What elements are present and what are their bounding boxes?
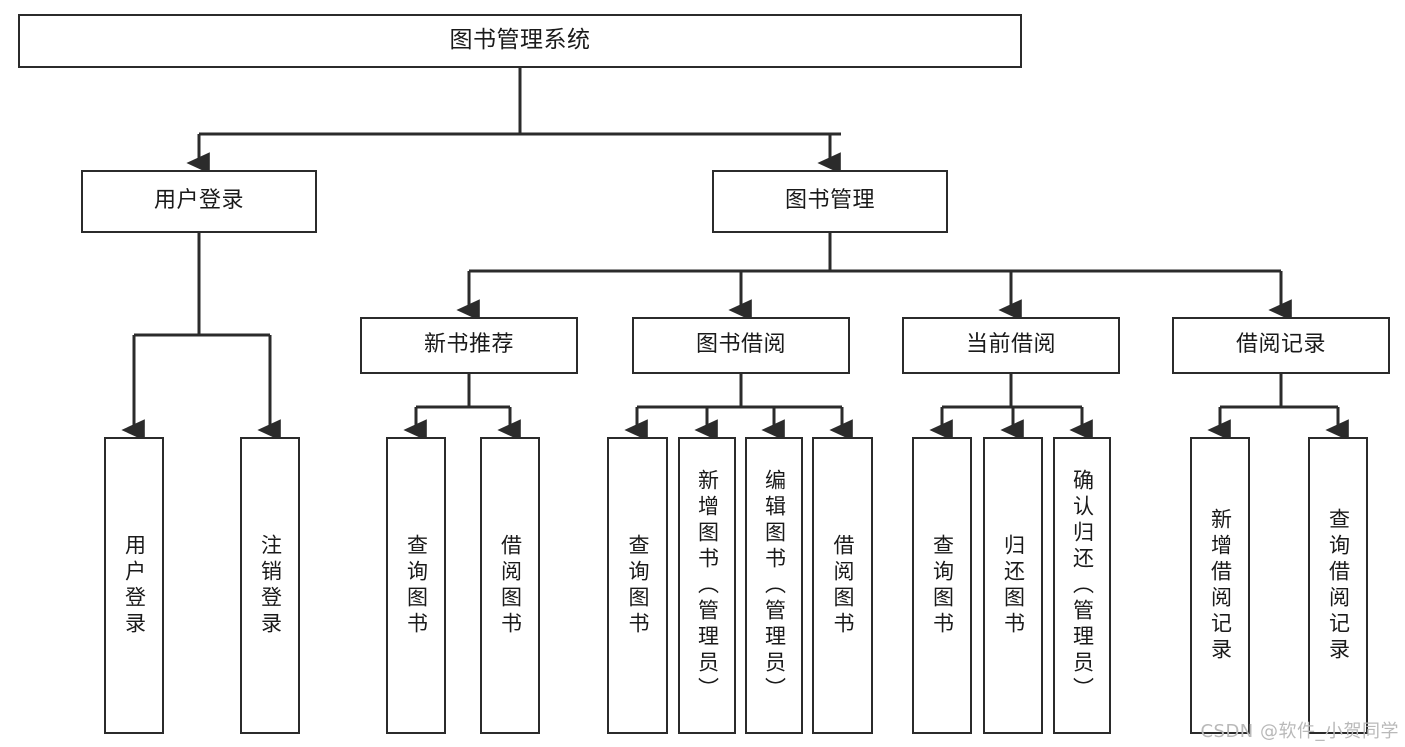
node-leaf-borrow-book-2[interactable]: 借阅图书: [812, 437, 873, 734]
node-borrow-record[interactable]: 借阅记录: [1172, 317, 1390, 374]
node-leaf-edit-book-admin[interactable]: 编辑图书（管理员）: [745, 437, 803, 734]
node-current-borrow[interactable]: 当前借阅: [902, 317, 1120, 374]
node-label: 确认归还（管理员）: [1070, 468, 1095, 703]
node-label: 用户登录: [153, 188, 244, 214]
node-leaf-user-login[interactable]: 用户登录: [104, 437, 164, 734]
node-label: 查询借阅记录: [1326, 507, 1351, 664]
node-book-borrow[interactable]: 图书借阅: [632, 317, 850, 374]
node-label: 归还图书: [1001, 533, 1026, 638]
node-label: 查询图书: [626, 533, 650, 638]
node-leaf-add-book-admin[interactable]: 新增图书（管理员）: [678, 437, 736, 734]
node-leaf-query-borrow-record[interactable]: 查询借阅记录: [1308, 437, 1368, 734]
node-leaf-borrow-book-1[interactable]: 借阅图书: [480, 437, 540, 734]
node-label: 借阅记录: [1235, 332, 1326, 358]
node-leaf-logout[interactable]: 注销登录: [240, 437, 300, 734]
node-label: 借阅图书: [831, 533, 855, 638]
node-label: 图书管理: [784, 188, 875, 214]
node-label: 新增图书（管理员）: [695, 468, 720, 703]
node-book-manage[interactable]: 图书管理: [712, 170, 948, 233]
node-label: 查询图书: [930, 533, 955, 638]
node-label: 编辑图书（管理员）: [762, 468, 787, 703]
node-leaf-return-book[interactable]: 归还图书: [983, 437, 1043, 734]
node-label: 用户登录: [122, 533, 147, 638]
node-new-book-recommend[interactable]: 新书推荐: [360, 317, 578, 374]
node-leaf-query-book-1[interactable]: 查询图书: [386, 437, 446, 734]
node-leaf-query-book-3[interactable]: 查询图书: [912, 437, 972, 734]
node-leaf-confirm-return-admin[interactable]: 确认归还（管理员）: [1053, 437, 1111, 734]
node-label: 查询图书: [404, 533, 429, 638]
node-root-system[interactable]: 图书管理系统: [18, 14, 1022, 68]
node-label: 新增借阅记录: [1208, 507, 1233, 664]
node-label: 图书管理系统: [449, 27, 591, 54]
node-leaf-query-book-2[interactable]: 查询图书: [607, 437, 668, 734]
node-label: 新书推荐: [423, 332, 514, 358]
node-label: 借阅图书: [498, 533, 523, 638]
node-label: 当前借阅: [965, 332, 1056, 358]
node-user-login[interactable]: 用户登录: [81, 170, 317, 233]
node-label: 图书借阅: [695, 332, 786, 358]
node-label: 注销登录: [258, 533, 283, 638]
csdn-watermark: CSDN @软件_小贺同学: [1200, 721, 1399, 742]
node-leaf-add-borrow-record[interactable]: 新增借阅记录: [1190, 437, 1250, 734]
